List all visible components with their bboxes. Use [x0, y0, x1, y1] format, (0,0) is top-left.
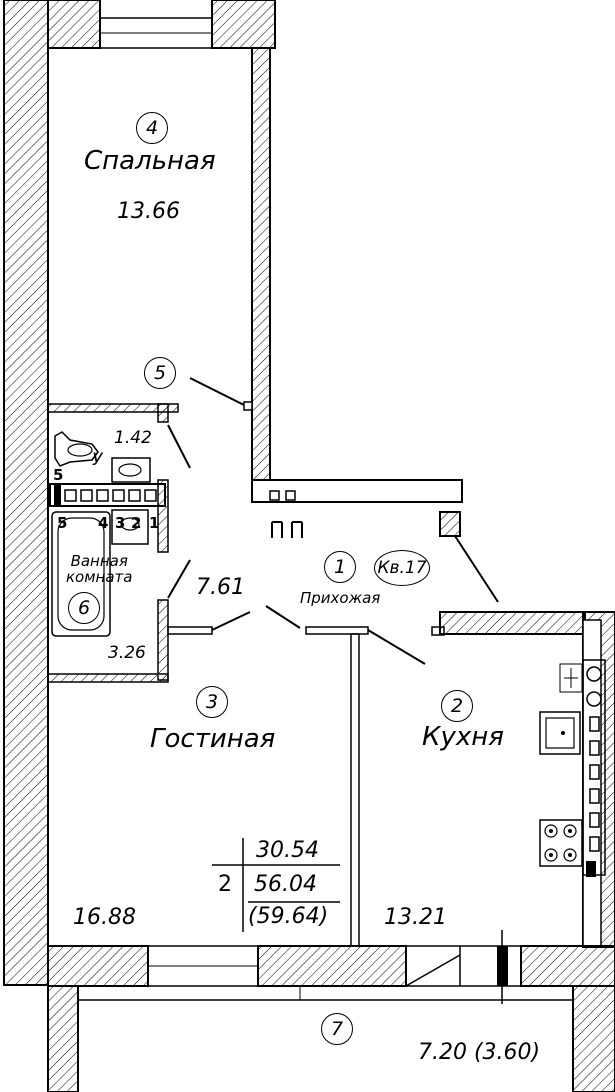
- plumbing-bar: [49, 483, 166, 507]
- wall-hall-top: [251, 479, 463, 503]
- room-number-1: 1: [324, 551, 356, 583]
- washbasin-icon: [111, 509, 149, 545]
- room-name-bedroom: Спальная: [84, 146, 216, 176]
- summary-living-area: 30.54: [256, 838, 319, 863]
- sink-icon: [111, 457, 151, 483]
- balcony-left: [47, 985, 79, 1092]
- wall-bottom-mid: [257, 945, 407, 987]
- room-area-balcony: 7.20 (3.60): [418, 1040, 541, 1065]
- room-area-bathroom: 3.26: [108, 643, 146, 663]
- room-area-bedroom: 13.66: [117, 199, 180, 224]
- room-name-hall: Прихожая: [300, 589, 381, 607]
- kitchen-sink-icon: [539, 711, 581, 755]
- wall-bottom-left: [47, 945, 149, 987]
- fixture-number: 5: [53, 466, 64, 484]
- summary-total-with-balcony: (59.64): [248, 904, 329, 929]
- wall-bath-right: [157, 479, 169, 553]
- room-number-4: 4: [136, 112, 168, 144]
- room-area-hall: 7.61: [196, 575, 245, 600]
- room-number-7: 7: [321, 1013, 353, 1045]
- summary-rooms-count: 2: [218, 872, 232, 897]
- wall-kitchen-top: [439, 611, 586, 635]
- fixture-letter: У: [92, 450, 103, 470]
- fixture-number: 3: [115, 514, 126, 532]
- room-name-bathroom: Ванная комната: [66, 552, 133, 586]
- room-area-living: 16.88: [73, 905, 136, 930]
- room-number-3: 3: [196, 686, 228, 718]
- wall-bottom-right: [520, 945, 615, 987]
- fixture-number: 4: [98, 514, 109, 532]
- fixture-number: 2: [131, 514, 142, 532]
- summary-total-area: 56.04: [254, 872, 317, 897]
- bathtub-icon: [51, 511, 111, 637]
- fixture-number: 1: [149, 514, 160, 532]
- apartment-tag: Кв.17: [374, 550, 430, 586]
- room-number-5: 5: [144, 357, 176, 389]
- balcony-right: [572, 985, 615, 1092]
- room-area-kitchen: 13.21: [384, 905, 447, 930]
- wall-top-left: [47, 0, 101, 49]
- toilet-icon: [54, 431, 99, 467]
- wall-bedroom-right: [251, 47, 271, 481]
- stove-icon: [539, 819, 583, 867]
- wall-bath-bottom: [47, 673, 169, 683]
- wall-top-right: [211, 0, 276, 49]
- wall-living-kitchen: [350, 633, 360, 947]
- room-number-6: 6: [68, 592, 100, 624]
- fixture-number: 5: [57, 514, 68, 532]
- apartment-tag-text: Кв.17: [377, 558, 427, 578]
- room-number-2: 2: [441, 690, 473, 722]
- wall-left: [3, 0, 49, 986]
- wall-wc-top: [47, 403, 179, 413]
- room-name-kitchen: Кухня: [422, 722, 504, 752]
- room-name-living: Гостиная: [150, 724, 276, 754]
- room-area-wc: 1.42: [114, 428, 152, 448]
